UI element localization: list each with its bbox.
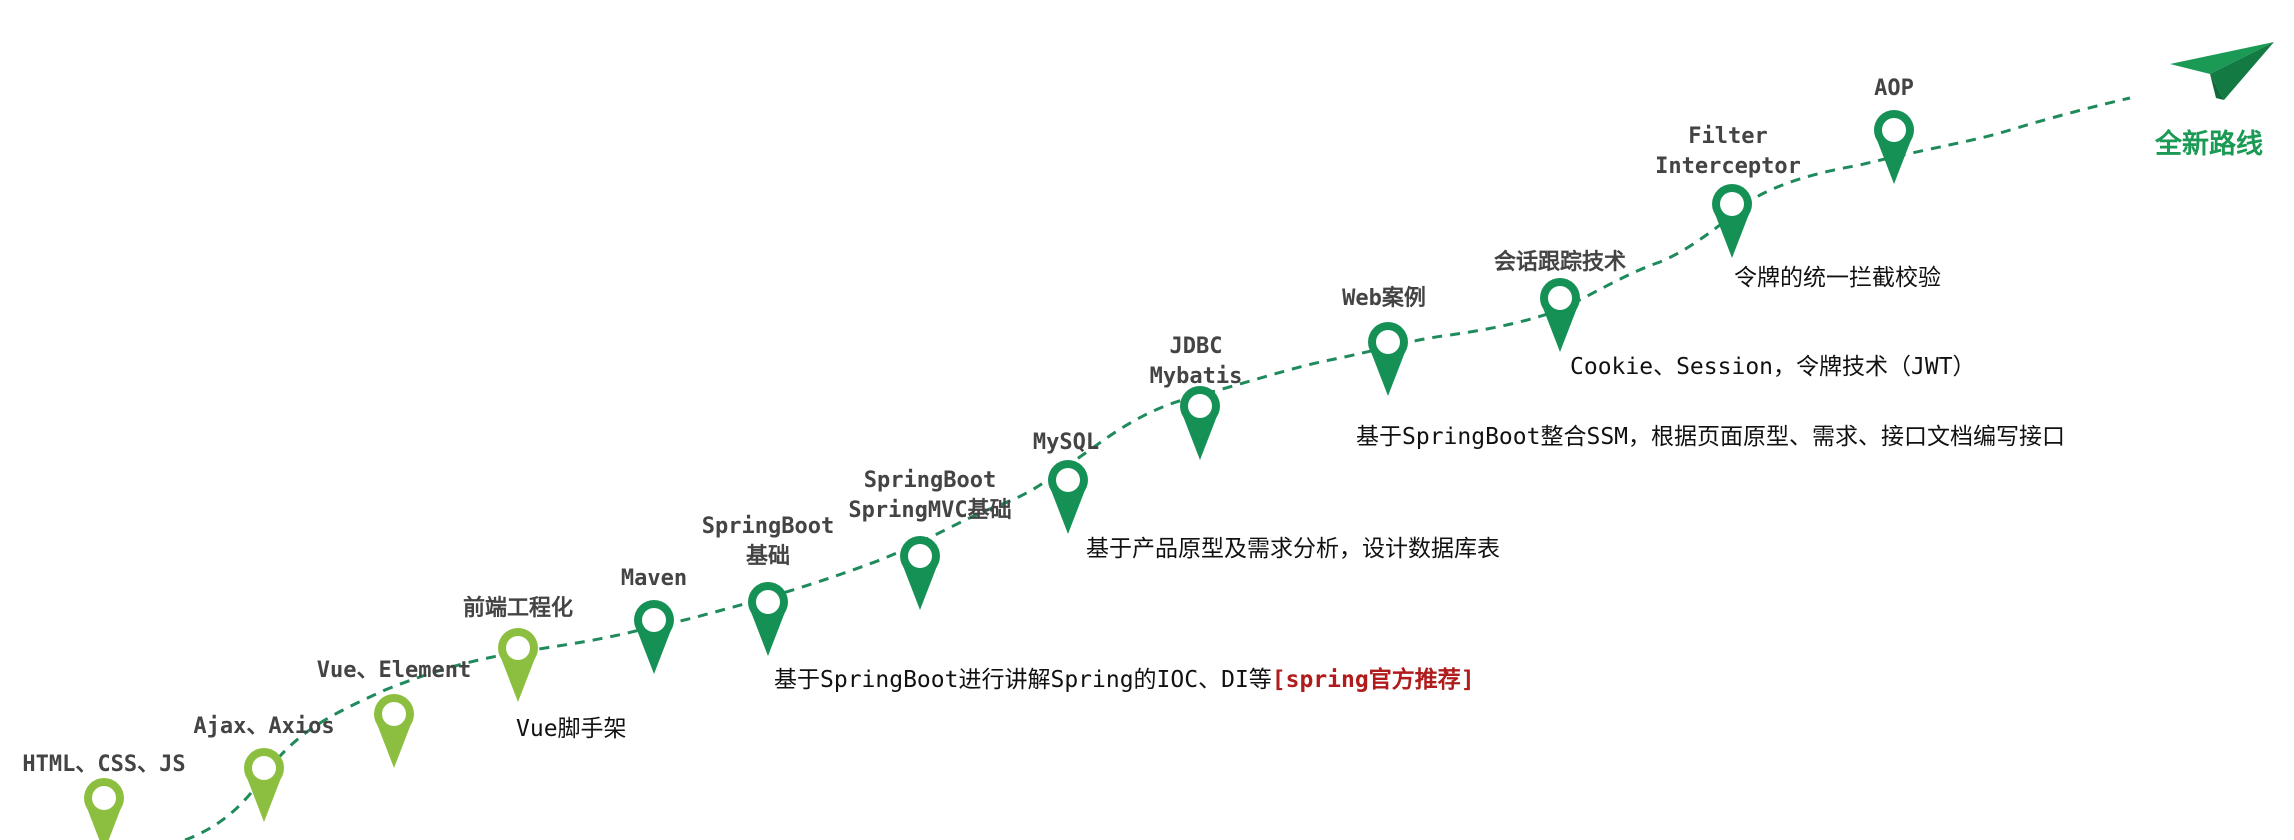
- milestone-label: Maven: [621, 564, 687, 594]
- note-spring-basics: 基于SpringBoot进行讲解Spring的IOC、DI等[spring官方推…: [774, 660, 1475, 694]
- note-ssm: 基于SpringBoot整合SSM，根据页面原型、需求、接口文档编写接口: [1356, 424, 2066, 450]
- location-pin-icon: [244, 748, 284, 822]
- location-pin-icon: [1180, 386, 1220, 460]
- milestone-label-line: HTML、CSS、JS: [22, 752, 186, 777]
- milestone-label-line: Web案例: [1342, 286, 1426, 311]
- note-vue-scaffold: Vue脚手架: [516, 716, 627, 742]
- milestone-label-line: 基础: [745, 544, 791, 569]
- milestone-label-line: 会话跟踪技术: [1493, 250, 1627, 275]
- location-pin-icon: [498, 628, 538, 702]
- location-pin-icon: [1540, 278, 1580, 352]
- milestone-label: 前端工程化: [463, 594, 573, 624]
- paper-plane-icon: [2170, 42, 2274, 100]
- milestone-label: SpringBoot 基础: [702, 512, 834, 572]
- location-pin-icon: [84, 778, 124, 840]
- milestone-label-line: AOP: [1874, 76, 1914, 101]
- milestone-label: AOP: [1874, 74, 1914, 104]
- location-pin-icon: [748, 582, 788, 656]
- milestone-label: JDBC Mybatis: [1150, 332, 1243, 392]
- milestone-label-line: SpringBoot: [863, 468, 997, 493]
- location-pin-icon: [1368, 322, 1408, 396]
- note-spring-recommend: [spring官方推荐]: [1271, 667, 1475, 693]
- note-session: Cookie、Session，令牌技术（JWT）: [1570, 354, 1976, 380]
- milestone-label: Vue、Element: [317, 656, 471, 686]
- milestone-label-line: Ajax、Axios: [193, 714, 335, 739]
- note-db-design: 基于产品原型及需求分析，设计数据库表: [1086, 536, 1500, 562]
- location-pin-icon: [1874, 110, 1914, 184]
- milestone-label-line: Maven: [620, 566, 688, 591]
- location-pin-icon: [1048, 460, 1088, 534]
- milestone-label-line: Filter: [1688, 124, 1768, 149]
- milestone-label-line: JDBC: [1169, 334, 1223, 359]
- milestone-label-line: Mybatis: [1149, 364, 1243, 389]
- milestone-label-line: MySQL: [1032, 430, 1100, 455]
- milestone-label-line: Vue、Element: [316, 658, 472, 683]
- location-pin-icon: [900, 536, 940, 610]
- milestone-label: 会话跟踪技术: [1494, 248, 1626, 278]
- milestone-label: Ajax、Axios: [193, 712, 334, 742]
- milestone-label: HTML、CSS、JS: [22, 750, 185, 780]
- milestone-label: Web案例: [1342, 284, 1426, 314]
- brand-label: 全新路线: [2155, 129, 2263, 160]
- milestone-label-line: SpringMVC基础: [848, 498, 1012, 523]
- milestone-label-line: SpringBoot: [701, 514, 835, 539]
- note-spring-basics-text: 基于SpringBoot进行讲解Spring的IOC、DI等: [774, 667, 1272, 693]
- note-token: 令牌的统一拦截校验: [1734, 265, 1941, 291]
- location-pin-icon: [374, 694, 414, 768]
- milestone-label-line: 前端工程化: [462, 596, 574, 621]
- milestone-label-line: Interceptor: [1655, 154, 1801, 179]
- milestone-label: MySQL: [1033, 428, 1099, 458]
- location-pin-icon: [634, 600, 674, 674]
- route-dashed-line: [184, 96, 2131, 840]
- location-pin-icon: [1712, 184, 1752, 258]
